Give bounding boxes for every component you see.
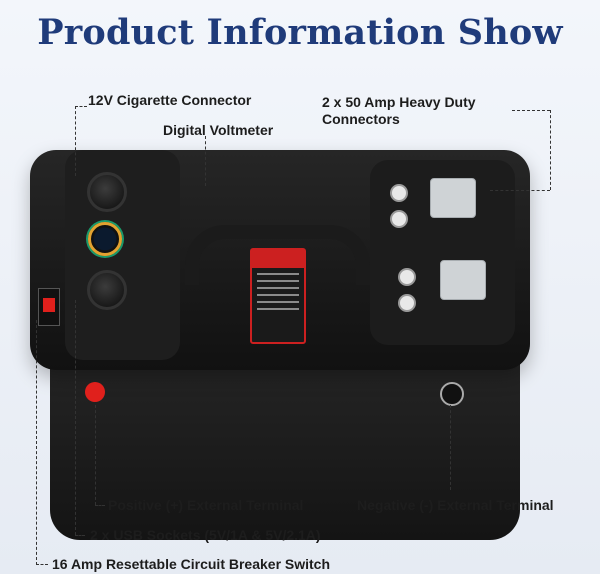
cigarette-socket — [87, 172, 127, 212]
circuit-breaker-switch — [38, 288, 60, 326]
label-heavy-duty-connectors: 2 x 50 Amp Heavy Duty Connectors — [322, 94, 476, 127]
usb-socket — [87, 270, 127, 310]
label-voltmeter: Digital Voltmeter — [163, 122, 274, 138]
info-sticker — [250, 248, 306, 344]
connector-bottom — [440, 260, 486, 300]
page-title: Product Information Show — [37, 12, 563, 53]
label-negative-terminal: Negative (-) External Terminal — [357, 497, 554, 513]
voltmeter-display — [88, 222, 122, 256]
label-circuit-breaker: 16 Amp Resettable Circuit Breaker Switch — [52, 556, 331, 572]
negative-terminal-cap — [440, 382, 464, 406]
grommet-1 — [390, 184, 408, 202]
positive-terminal-cap — [85, 382, 105, 402]
grommet-3 — [398, 268, 416, 286]
connector-top — [430, 178, 476, 218]
grommet-4 — [398, 294, 416, 312]
label-cigarette-connector: 12V Cigarette Connector — [88, 92, 252, 108]
label-positive-terminal: Positive (+) External Terminal — [108, 497, 304, 513]
grommet-2 — [390, 210, 408, 228]
breaker-button — [43, 298, 55, 312]
sticker-heading-bar — [252, 250, 304, 268]
label-usb-sockets: 2 x USB Sockets (5V/1A & 5V/2.1A) — [90, 527, 321, 543]
